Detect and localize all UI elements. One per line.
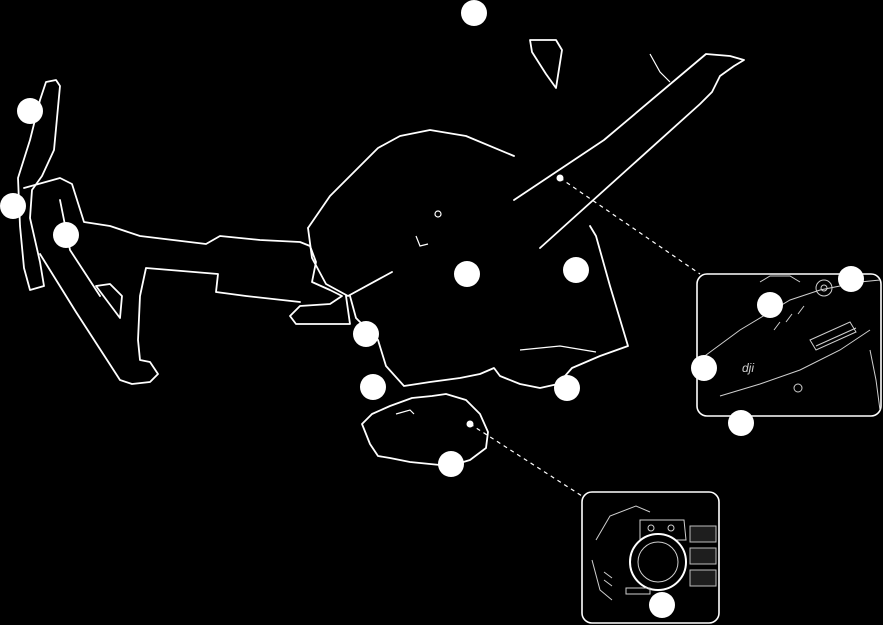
drone-main-body [307, 129, 629, 389]
callout-9 [554, 375, 580, 401]
callout-10 [438, 451, 464, 477]
inset-gimbal-camera-detail [581, 491, 720, 624]
callout-11 [838, 266, 864, 292]
callout-6 [563, 257, 589, 283]
callout-2 [17, 98, 43, 124]
callout-3 [0, 193, 26, 219]
inset-body-detail: dji [696, 273, 882, 417]
gimbal-camera [361, 393, 489, 467]
callout-5 [454, 261, 480, 287]
callout-14 [728, 410, 754, 436]
leader-anchor-gimbal [466, 420, 474, 428]
right-front-arm [513, 39, 745, 249]
callout-7 [353, 321, 379, 347]
callout-8 [360, 374, 386, 400]
callout-4 [53, 222, 79, 248]
leader-line-gimbal [469, 423, 583, 497]
callout-1 [461, 0, 487, 26]
dji-logo-icon: dji [742, 361, 754, 375]
leader-anchor-body [556, 174, 564, 182]
callout-13 [691, 355, 717, 381]
left-arm-and-leg [17, 79, 351, 385]
callout-15 [649, 592, 675, 618]
callout-markers [0, 0, 864, 618]
callout-12 [757, 292, 783, 318]
